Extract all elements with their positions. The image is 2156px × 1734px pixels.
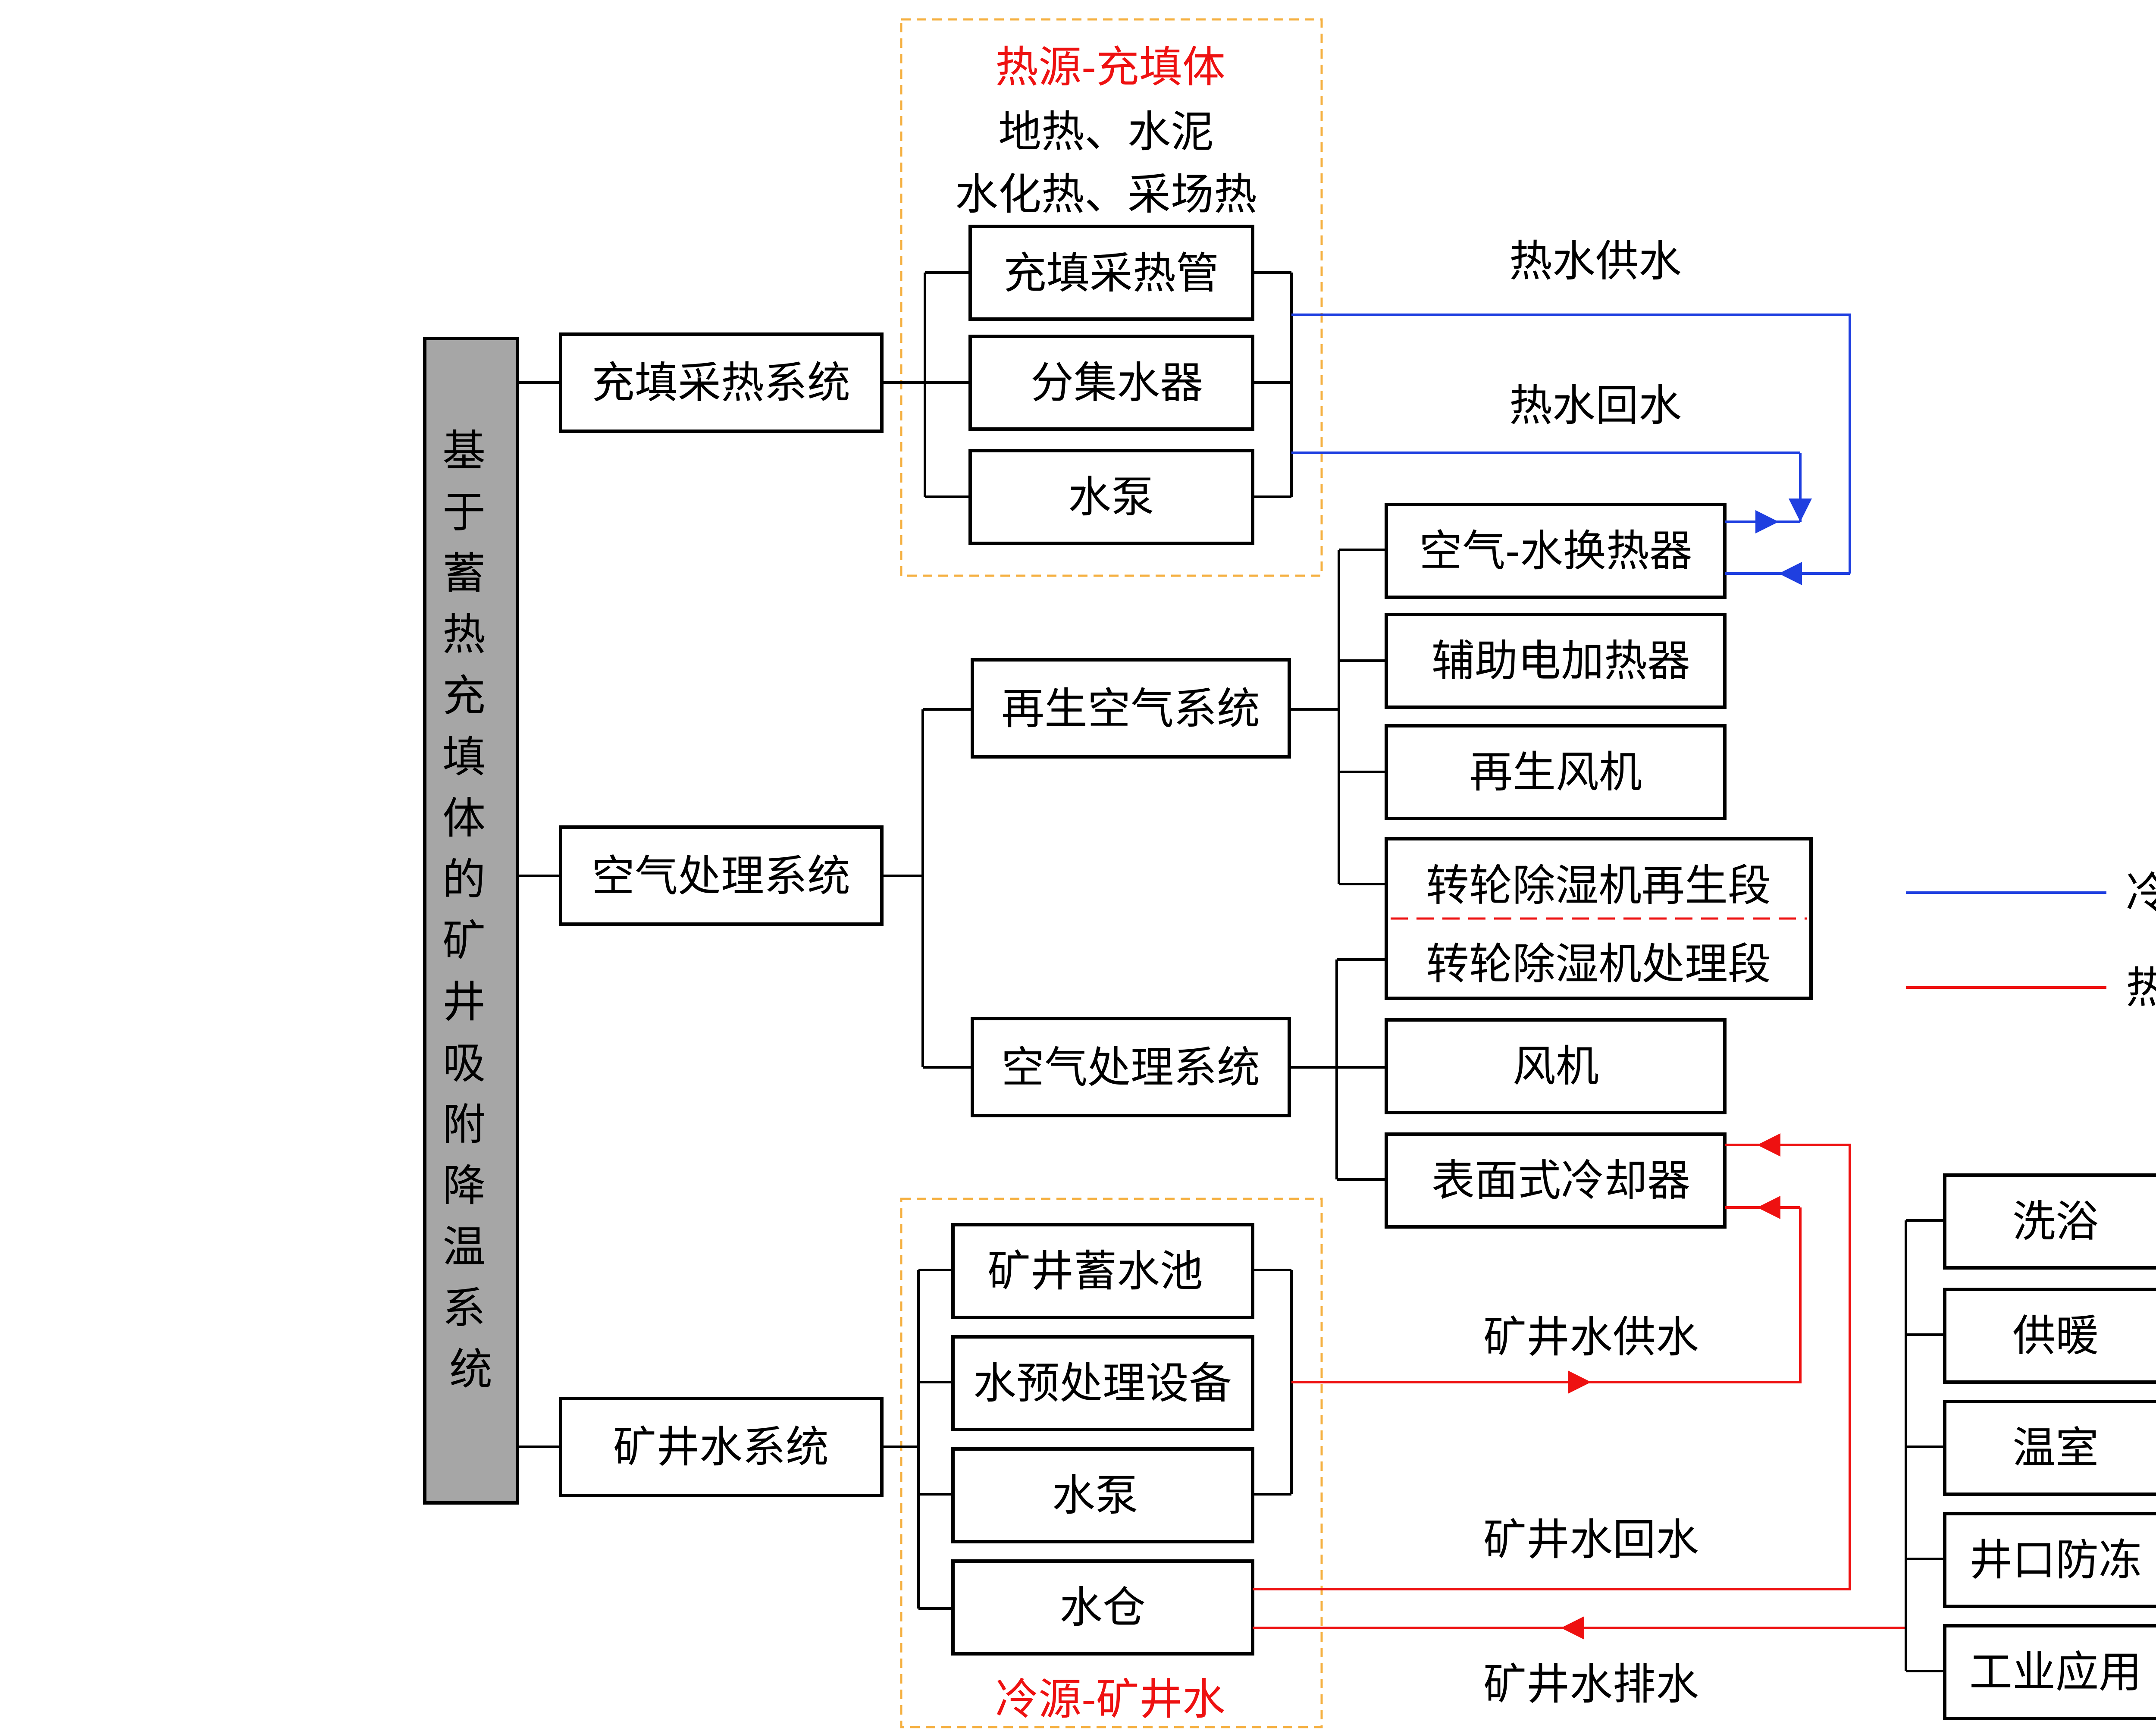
fan-label: 风机 xyxy=(1513,1041,1599,1091)
hot-return-label: 热水回水 xyxy=(1509,380,1682,431)
heat-pump-label: 水泵 xyxy=(1068,472,1154,522)
main-title-char: 的 xyxy=(442,854,486,905)
fill-heat-pipe-label: 充填采热管 xyxy=(1003,248,1219,298)
use-greenhouse-box xyxy=(1943,1400,2156,1496)
use-greenhouse-label: 温室 xyxy=(2012,1423,2099,1473)
mine-water-system-box xyxy=(559,1397,884,1497)
sump-label: 水仓 xyxy=(1059,1582,1146,1633)
fan-box xyxy=(1385,1018,1727,1114)
fill-heat-system-label: 充填采热系统 xyxy=(592,357,850,408)
main-title-char: 统 xyxy=(449,1344,492,1395)
main-title-char: 矿 xyxy=(442,916,486,966)
hot-supply-line xyxy=(1291,314,1851,574)
main-title-char: 井 xyxy=(442,977,486,1027)
surface-cooler-label: 表面式冷却器 xyxy=(1432,1155,1690,1206)
main-title-char: 温 xyxy=(442,1222,486,1272)
legend-hot-label: 热水 xyxy=(2126,963,2156,1013)
legend-cold-label: 冷水 xyxy=(2126,868,2156,918)
regen-fan-label: 再生风机 xyxy=(1470,747,1642,797)
sump-box xyxy=(951,1559,1254,1656)
use-antifreeze-label: 井口防冻 xyxy=(1969,1535,2142,1585)
heat-source-frame xyxy=(900,18,1323,577)
main-system-box xyxy=(423,337,519,1505)
mine-reservoir-box xyxy=(951,1223,1254,1319)
main-title-char: 于 xyxy=(442,487,486,537)
air-water-exchanger-box xyxy=(1385,503,1727,599)
use-bathing-label: 洗浴 xyxy=(2012,1196,2099,1247)
main-title-char: 吸 xyxy=(442,1038,486,1088)
mine-supply-label: 矿井水供水 xyxy=(1483,1312,1699,1362)
pretreatment-label: 水预处理设备 xyxy=(973,1358,1232,1408)
aux-heater-label: 辅助电加热器 xyxy=(1432,636,1690,686)
regen-air-system-box xyxy=(971,658,1291,759)
air-handling-system-box xyxy=(559,825,884,926)
fill-heat-pipe-box xyxy=(968,225,1254,321)
mine-supply-line xyxy=(1591,1207,1802,1383)
mine-pump-label: 水泵 xyxy=(1052,1470,1138,1521)
heat-source-line2: 水化热、采场热 xyxy=(955,169,1257,219)
air-treat-system-label: 空气处理系统 xyxy=(1001,1042,1260,1093)
main-title-char: 热 xyxy=(442,609,486,660)
use-heating-box xyxy=(1943,1288,2156,1384)
use-bathing-box xyxy=(1943,1173,2156,1270)
main-title-char: 充 xyxy=(442,671,486,721)
fill-heat-system-box xyxy=(559,332,884,433)
main-title-char: 填 xyxy=(442,732,486,782)
hot-supply-label: 热水供水 xyxy=(1509,236,1682,286)
main-title-char: 附 xyxy=(442,1099,486,1150)
regen-air-system-label: 再生空气系统 xyxy=(1001,684,1260,734)
main-title-char: 基 xyxy=(442,426,486,476)
mine-pump-box xyxy=(951,1447,1254,1543)
main-title-char: 降 xyxy=(442,1160,486,1211)
use-antifreeze-box xyxy=(1943,1512,2156,1608)
use-industrial-box xyxy=(1943,1624,2156,1720)
heat-pump-box xyxy=(968,449,1254,545)
desiccant-regen-label: 转轮除湿机再生段 xyxy=(1426,860,1771,911)
mine-return-label: 矿井水回水 xyxy=(1483,1515,1699,1565)
heat-source-line1: 地热、水泥 xyxy=(998,107,1214,157)
air-water-exchanger-label: 空气-水换热器 xyxy=(1419,526,1692,576)
pretreatment-box xyxy=(951,1335,1254,1431)
surface-cooler-box xyxy=(1385,1132,1727,1229)
main-title-char: 体 xyxy=(442,793,486,843)
cold-source-frame xyxy=(900,1198,1323,1728)
main-title-char: 蓄 xyxy=(442,548,486,599)
mine-reservoir-label: 矿井蓄水池 xyxy=(987,1246,1203,1296)
air-handling-system-label: 空气处理系统 xyxy=(592,851,850,901)
manifold-box xyxy=(968,335,1254,431)
use-heating-label: 供暖 xyxy=(2012,1311,2099,1361)
main-system-title: 基 于 蓄 热 充 填 体 的 矿 井 吸 附 降 温 系 统 xyxy=(442,426,499,1395)
use-industrial-label: 工业应用 xyxy=(1969,1647,2142,1697)
cold-source-title: 冷源-矿井水 xyxy=(995,1674,1225,1725)
desiccant-treat-label: 转轮除湿机处理段 xyxy=(1426,939,1771,989)
regen-fan-box xyxy=(1385,724,1727,820)
mine-drain-label: 矿井水排水 xyxy=(1483,1659,1699,1709)
mine-water-system-label: 矿井水系统 xyxy=(613,1422,829,1472)
aux-heater-box xyxy=(1385,613,1727,709)
manifold-label: 分集水器 xyxy=(1031,357,1203,408)
main-title-char: 系 xyxy=(442,1283,486,1333)
heat-source-title: 热源-充填体 xyxy=(995,42,1225,92)
